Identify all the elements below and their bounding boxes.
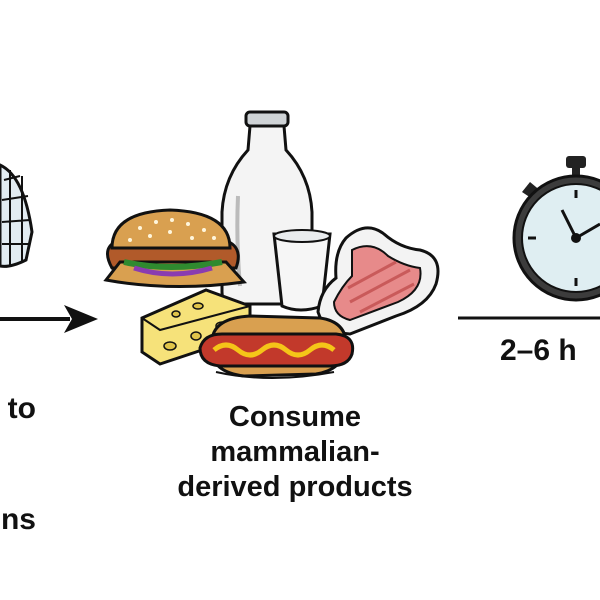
left-step-line-1: to — [7, 392, 36, 425]
left-step-label: to ns — [0, 316, 36, 575]
arrow-icon — [0, 305, 98, 333]
center-step-label: Consume mammalian- derived products — [160, 400, 430, 505]
center-step-line-2: mammalian- — [210, 436, 380, 468]
right-step-label: 2–6 h — [500, 334, 577, 367]
hot-dog-icon — [198, 314, 355, 379]
center-step-line-3: derived products — [177, 471, 413, 503]
burger-icon — [103, 208, 248, 289]
tick-cage-icon — [0, 163, 34, 268]
steak-icon — [316, 226, 440, 336]
center-step-line-1: Consume — [228, 401, 362, 433]
glass-of-milk-icon — [272, 229, 332, 312]
left-step-line-2: ns — [0, 503, 36, 536]
stopwatch-icon — [512, 156, 600, 302]
